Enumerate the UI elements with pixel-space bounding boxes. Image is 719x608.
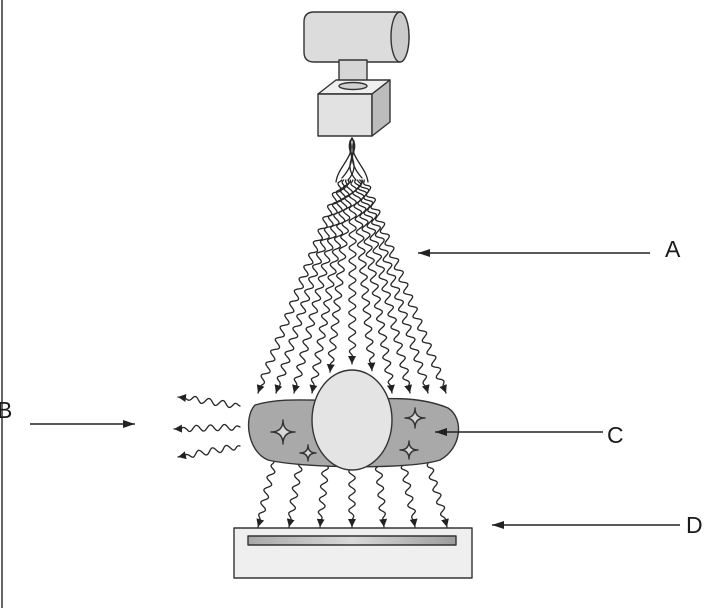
exit-beam-wave [348,461,356,528]
label-c: C [607,422,624,448]
primary-beam-wave [347,179,357,365]
label-d: D [686,512,703,538]
beam-origin [335,137,369,183]
primary-beam-wave [363,179,447,394]
sparkle-icon [299,444,317,462]
primary-beam-wave [326,179,354,373]
scatter-radiation-group [173,394,241,460]
label-a: A [665,236,681,262]
label-a-group: A [418,236,681,262]
label-b: B [0,397,12,423]
body-organ [311,369,393,471]
primary-beam-wave [309,179,350,394]
exit-beam-wave [256,461,276,528]
sparkle-icon [270,419,296,445]
image-receptor [233,527,473,579]
patient-body [247,369,460,471]
label-b-group: B [0,397,135,428]
primary-beam-group [256,179,447,394]
tube-cylinder-cap [390,11,410,63]
beam-origin-strand [335,140,352,183]
exit-beam-wave [286,461,303,528]
receptor-plate [247,535,457,546]
primary-beam-wave [355,179,395,394]
primary-beam-wave [292,179,349,394]
scatter-radiation-wave [177,444,241,460]
exit-beam-wave [426,461,449,528]
exit-beam-wave [400,461,418,528]
sparkle-icon [399,440,419,460]
exit-beam-wave [316,461,330,528]
primary-beam-wave [360,179,430,394]
scatter-radiation-wave [173,423,241,433]
label-d-group: D [492,512,703,538]
xray-tube [303,11,410,137]
scatter-radiation-wave [177,394,241,409]
collimator-side-face [371,79,391,137]
primary-beam-wave [274,179,346,394]
tube-neck-base [338,81,368,91]
exit-beam-wave [374,461,388,528]
label-c-group: C [435,422,624,448]
primary-beam-wave [352,179,376,372]
sparkle-icon [404,407,426,429]
collimator-front-face [317,93,373,137]
beam-origin-strand [352,140,369,183]
primary-beam-wave [256,179,343,394]
primary-beam-wave [357,179,412,394]
exit-beam-group [256,461,449,528]
